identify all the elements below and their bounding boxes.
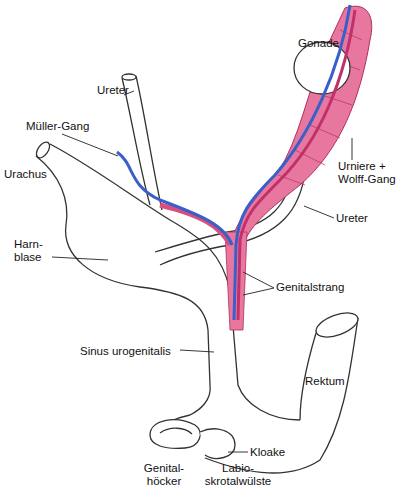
labioscrotal-swelling (200, 429, 235, 459)
ureter-tube (136, 76, 162, 210)
wolffian-duct (160, 205, 230, 245)
bladder-outline (36, 156, 210, 415)
part-label: Ureter (336, 212, 368, 225)
genital-tubercle (160, 428, 192, 434)
part-label: Urniere + Wolff-Gang (338, 160, 400, 186)
leader-line (62, 134, 118, 156)
leader-line (352, 138, 353, 160)
mullerian-duct (117, 152, 232, 245)
urachus-end (34, 140, 53, 160)
leader-line (243, 288, 274, 295)
part-label: Sinus urogenitalis (80, 345, 171, 358)
part-label: Ureter (97, 84, 129, 97)
leader-line (243, 272, 274, 288)
part-label: Labio- skrotalwülste (198, 462, 278, 488)
part-label: Müller-Gang (26, 120, 89, 133)
mullerian-duct (234, 5, 350, 320)
part-label: Genital- höcker (140, 462, 188, 488)
leader-line (180, 350, 214, 352)
bladder-outline (50, 144, 300, 420)
ureter-tube (122, 78, 150, 205)
part-label: Kloake (250, 446, 285, 459)
leader-line (228, 452, 248, 453)
leader-line (304, 206, 334, 218)
tubule-line (322, 95, 352, 105)
genital-tubercle (150, 420, 200, 449)
part-label: Gonade (298, 37, 339, 50)
part-label: Rektum (305, 375, 345, 388)
part-label: Genitalstrang (276, 281, 344, 294)
leader-line (52, 257, 108, 260)
rectum-end (313, 308, 361, 342)
part-label: Urachus (4, 168, 47, 181)
ureter-end (122, 74, 136, 80)
leader-lines (52, 91, 352, 452)
part-label: Harn- blase (14, 238, 54, 264)
